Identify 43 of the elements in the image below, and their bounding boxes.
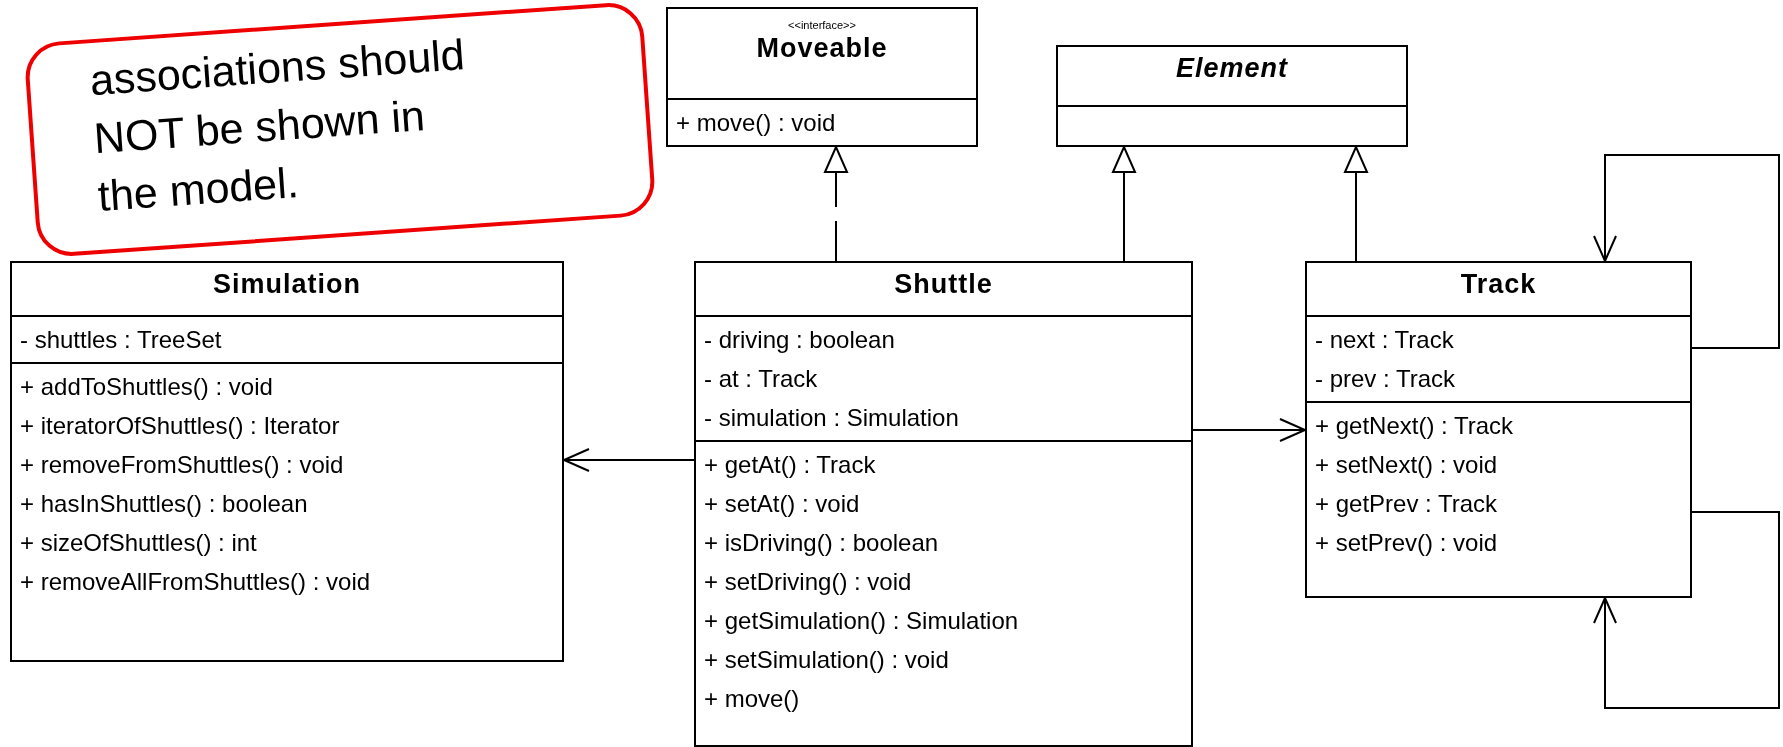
class-box (10, 261, 564, 662)
note-text: associations should NOT be shown in the model. (87, 29, 467, 222)
method-text: + setDriving() : void (704, 567, 912, 597)
attribute-text: - prev : Track (1315, 364, 1456, 394)
association-arrow (1593, 511, 1780, 709)
attribute-text: - next : Track (1315, 325, 1454, 355)
method-text: + iteratorOfShuttles() : Iterator (20, 411, 340, 441)
attribute-text: - simulation : Simulation (704, 403, 959, 433)
class-box (1305, 261, 1692, 598)
class-name: Moveable (756, 33, 888, 64)
class-box (666, 7, 978, 147)
class-name: Simulation (213, 269, 361, 300)
realization-arrow (824, 146, 848, 262)
method-text: + removeAllFromShuttles() : void (20, 567, 371, 597)
method-text: + move() (704, 684, 800, 714)
class-name: Element (1175, 53, 1288, 84)
method-text: + getPrev : Track (1315, 489, 1498, 519)
class-name: Shuttle (894, 269, 993, 300)
generalization-arrow (1112, 146, 1136, 262)
class-box (1056, 45, 1408, 147)
method-text: + getAt() : Track (704, 450, 876, 480)
class-name: Track (1460, 269, 1537, 300)
method-text: + isDriving() : boolean (704, 528, 939, 558)
stereotype-label: <<interface>> (788, 19, 856, 31)
method-text: + addToShuttles() : void (20, 372, 273, 402)
association-arrow (563, 448, 695, 472)
method-text: + hasInShuttles() : boolean (20, 489, 308, 519)
method-text: + sizeOfShuttles() : int (20, 528, 257, 558)
method-text: + removeFromShuttles() : void (20, 450, 344, 480)
method-text: + setNext() : void (1315, 450, 1498, 480)
attribute-text: - shuttles : TreeSet (20, 325, 222, 355)
attribute-text: - at : Track (704, 364, 818, 394)
association-arrow (1593, 154, 1780, 349)
method-text: + getNext() : Track (1315, 411, 1514, 441)
association-arrow (1192, 418, 1306, 442)
method-text: + move() : void (676, 108, 836, 138)
method-text: + setPrev() : void (1315, 528, 1498, 558)
method-text: + setSimulation() : void (704, 645, 949, 675)
attribute-text: - driving : boolean (704, 325, 895, 355)
method-text: + getSimulation() : Simulation (704, 606, 1019, 636)
class-box (694, 261, 1193, 747)
generalization-arrow (1344, 146, 1368, 262)
method-text: + setAt() : void (704, 489, 860, 519)
